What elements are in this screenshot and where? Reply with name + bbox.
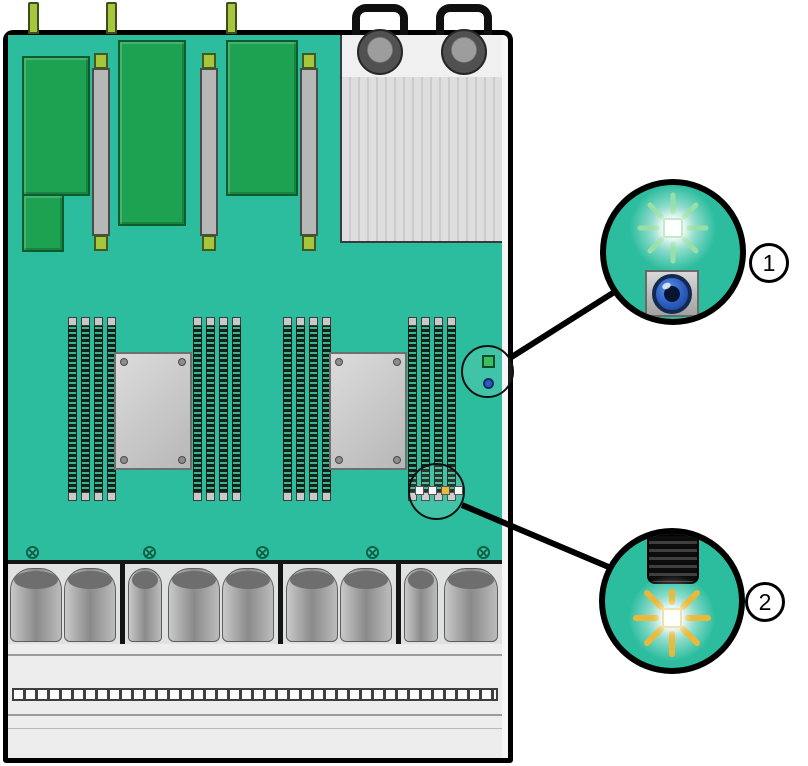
cpu-heatsink	[114, 352, 192, 470]
dimm-fault-led-location-spot	[408, 463, 465, 520]
pcie-card	[22, 56, 90, 196]
fan-module	[404, 568, 438, 642]
power-button-icon	[652, 273, 692, 314]
screw-icon	[477, 546, 490, 559]
screw-icon	[393, 456, 401, 464]
callout-2-label: 2	[758, 588, 772, 615]
dimm-bank	[193, 317, 241, 501]
fan-module	[222, 568, 274, 642]
psu-capacitor	[357, 29, 403, 75]
dimm-led-icon	[454, 486, 463, 495]
fan-divider	[120, 564, 125, 644]
dimm-fault-led-icon	[441, 486, 450, 495]
power-led-location-spot	[461, 345, 514, 398]
callout-2-badge: 2	[745, 582, 785, 622]
green-led-rays-icon	[637, 192, 709, 264]
screw-icon	[178, 456, 186, 464]
power-button-core	[664, 285, 680, 302]
riser-connector	[300, 68, 318, 236]
riser-connector	[92, 68, 110, 236]
front-panel	[8, 644, 502, 758]
riser-latch	[94, 53, 108, 69]
pcie-card	[22, 194, 64, 252]
dimm-slot	[283, 317, 292, 501]
dimm-slot	[296, 317, 305, 501]
screw-icon	[335, 456, 343, 464]
fan-module	[128, 568, 162, 642]
amber-led-rays-icon	[633, 589, 711, 657]
dimm-slot	[68, 317, 77, 501]
latch-tab	[226, 2, 237, 34]
fan-module	[64, 568, 116, 642]
panel-seam	[8, 654, 502, 656]
riser-latch	[94, 235, 108, 251]
psu-handle	[352, 4, 408, 38]
screw-icon	[366, 546, 379, 559]
dimm-led-icon	[428, 486, 437, 495]
pcie-card	[226, 40, 298, 196]
screw-icon	[178, 358, 186, 366]
dimm-slot	[206, 317, 215, 501]
panel-seam	[8, 714, 502, 716]
callout-1-power-led	[600, 179, 746, 325]
panel-seam	[8, 728, 502, 729]
screw-icon	[26, 546, 39, 559]
screw-icon	[256, 546, 269, 559]
callout-1-label: 1	[762, 249, 776, 276]
latch-tab	[28, 2, 39, 34]
screw-icon	[335, 358, 343, 366]
screw-icon	[393, 358, 401, 366]
pcie-card	[118, 40, 186, 226]
riser-latch	[302, 53, 316, 69]
power-button-housing	[645, 270, 699, 317]
callout-1-badge: 1	[749, 243, 789, 283]
dimm-slot	[232, 317, 241, 501]
dimm-slot	[219, 317, 228, 501]
dimm-slot	[81, 317, 90, 501]
dimm-bank	[68, 317, 116, 501]
power-ok-led-icon	[663, 218, 683, 238]
vent-perforation	[12, 688, 498, 701]
dimm-bank	[283, 317, 331, 501]
fan-tray	[8, 560, 502, 644]
screw-icon	[143, 546, 156, 559]
dimm-fault-led-icon	[662, 608, 682, 628]
psu-capacitor	[441, 29, 487, 75]
callout-2-dimm-fault-led	[599, 528, 745, 674]
riser-latch	[202, 53, 216, 69]
fan-module	[168, 568, 220, 642]
power-button-icon	[483, 378, 494, 389]
fan-module	[340, 568, 392, 642]
dimm-led-icon	[415, 486, 424, 495]
dimm-slot	[94, 317, 103, 501]
fan-module	[10, 568, 62, 642]
dimm-slot	[309, 317, 318, 501]
power-ok-led-icon	[482, 355, 495, 368]
fan-divider	[396, 564, 401, 644]
psu-handle	[436, 4, 492, 38]
riser-latch	[202, 235, 216, 251]
power-supply-body	[340, 77, 502, 243]
latch-tab	[106, 2, 117, 34]
riser-connector	[200, 68, 218, 236]
riser-latch	[302, 235, 316, 251]
dimm-slot	[193, 317, 202, 501]
cpu-heatsink	[329, 352, 407, 470]
screw-icon	[120, 456, 128, 464]
screw-icon	[120, 358, 128, 366]
fan-divider	[278, 564, 283, 644]
fan-module	[444, 568, 498, 642]
fan-module	[286, 568, 338, 642]
